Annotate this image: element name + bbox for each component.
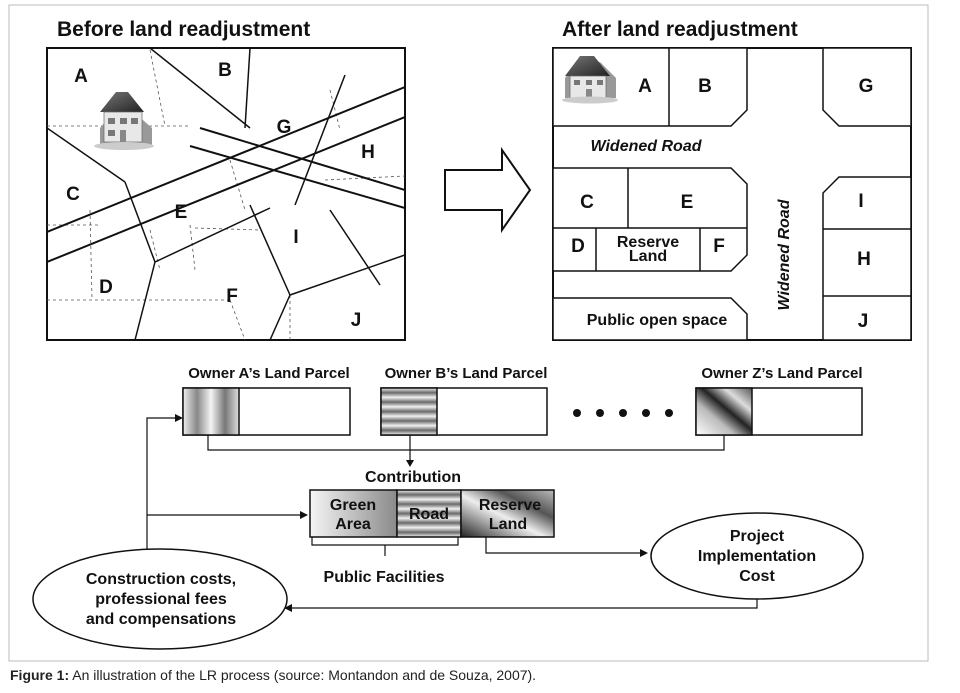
before-label-j: J [351, 310, 362, 331]
before-label-b: B [218, 60, 232, 81]
project-cost-label-1: Project [730, 528, 785, 545]
after-label-d: D [571, 236, 585, 257]
owner-z-label: Owner Z’s Land Parcel [701, 365, 862, 382]
owner-a-parcel [182, 387, 351, 436]
road-label: Road [409, 506, 449, 523]
before-label-e: E [175, 202, 188, 223]
house-icon [562, 56, 618, 104]
after-label-b: B [698, 76, 712, 97]
after-label-h: H [857, 249, 871, 270]
construction-label-3: and compensations [86, 611, 236, 628]
arrow-head-down [406, 460, 414, 467]
owner-a-label: Owner A’s Land Parcel [188, 365, 349, 382]
after-label-j: J [858, 311, 869, 332]
reserve-land-label-2: Land [629, 248, 667, 265]
construction-costs-ellipse [32, 548, 288, 650]
after-title: After land readjustment [562, 18, 798, 41]
before-title: Before land readjustment [57, 18, 310, 41]
reserve-land-process-label-1: Reserve [479, 497, 541, 514]
before-label-d: D [99, 277, 113, 298]
construction-label-1: Construction costs, [86, 571, 236, 588]
before-label-c: C [66, 184, 80, 205]
process-diagram: Owner A’s Land Parcel Owner B’s Land Par… [32, 365, 864, 650]
reserve-land-process-label-2: Land [489, 516, 527, 533]
reserve-to-cost-line [485, 537, 640, 554]
reserve-land-label-1: Reserve [617, 234, 679, 251]
owner-b-parcel [380, 387, 548, 436]
before-label-f: F [226, 286, 238, 307]
owner-b-label: Owner B’s Land Parcel [385, 365, 548, 382]
public-open-space-label: Public open space [587, 312, 728, 329]
before-label-g: G [277, 117, 292, 138]
after-label-a: A [638, 76, 652, 97]
green-area-label-2: Area [335, 516, 371, 533]
project-cost-label-2: Implementation [698, 548, 816, 565]
owner-z-parcel [695, 387, 863, 436]
after-label-e: E [681, 192, 694, 213]
contribution-bracket [207, 435, 725, 462]
figure-caption: Figure 1: An illustration of the LR proc… [10, 667, 536, 683]
public-facilities-label: Public Facilities [324, 569, 445, 586]
arrow-head-right [175, 414, 183, 422]
project-cost-label-3: Cost [739, 568, 775, 585]
arrow-head-right [640, 549, 648, 557]
arrow-head-right [300, 511, 308, 519]
contribution-bar [309, 489, 555, 538]
ellipsis-dots [573, 409, 673, 417]
before-label-h: H [361, 142, 375, 163]
after-label-f: F [713, 236, 725, 257]
after-label-g: G [859, 76, 874, 97]
after-label-c: C [580, 192, 594, 213]
before-label-i: I [293, 227, 298, 248]
contribution-label: Contribution [365, 469, 461, 486]
public-facilities-brace [311, 537, 459, 556]
construction-label-2: professional fees [95, 591, 227, 608]
caption-label: Figure 1: [10, 667, 70, 683]
transition-arrow [444, 146, 532, 234]
widened-road-horizontal: Widened Road [591, 138, 703, 155]
arrow-head-left [284, 604, 292, 612]
before-map: A B G H C E I D F J [46, 47, 406, 341]
house-icon [94, 92, 154, 150]
figure-border [8, 4, 929, 662]
cost-to-construction-line [292, 599, 758, 609]
widened-road-vertical: Widened Road [776, 198, 793, 310]
before-label-a: A [74, 66, 88, 87]
after-map: A B G C E I D F H J Widened Road Widened… [552, 47, 912, 341]
green-area-label-1: Green [330, 497, 376, 514]
construction-to-owner-line [146, 417, 175, 549]
caption-text: An illustration of the LR process (sourc… [69, 667, 537, 683]
after-label-i: I [858, 191, 863, 212]
